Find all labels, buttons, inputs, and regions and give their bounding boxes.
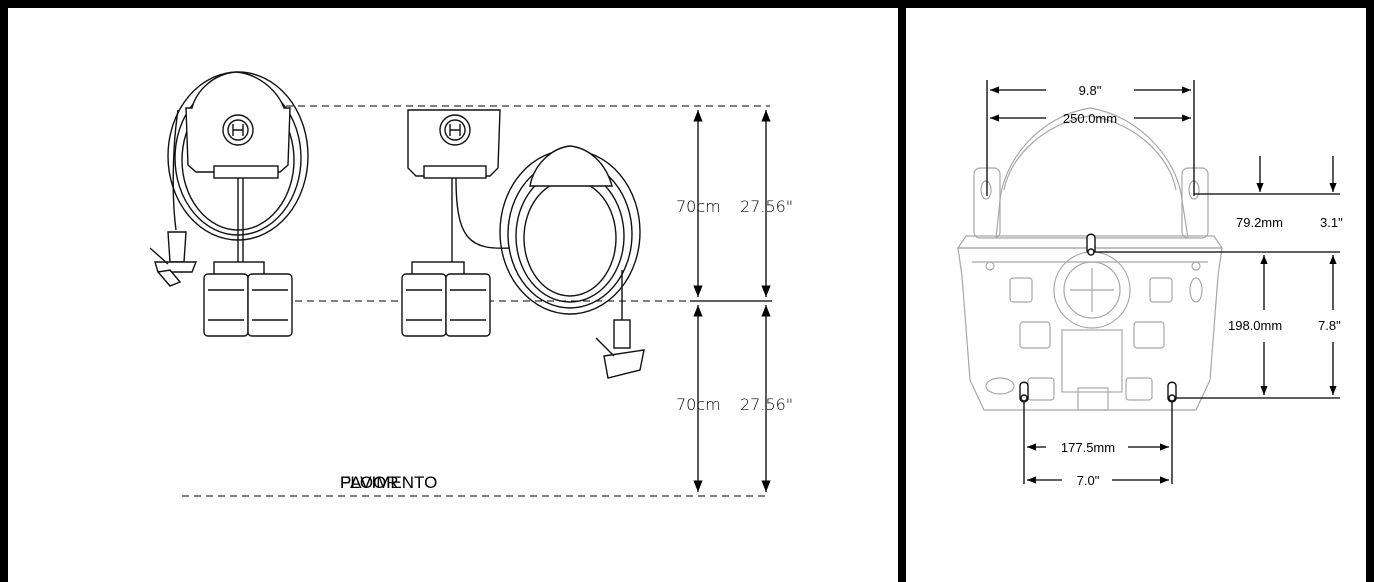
canisters-left — [203, 261, 293, 337]
top-offset-mm-label: 79.2mm — [1236, 215, 1283, 230]
floor-label: PAVIMENTO — [340, 473, 437, 492]
height-upper-cm: 70cm — [676, 197, 721, 216]
mounting-holes — [1019, 233, 1177, 403]
mounting-dimension-lines — [986, 80, 1340, 484]
top-offset-in-label: 3.1" — [1320, 215, 1343, 230]
height-lower-cm: 70cm — [676, 395, 721, 414]
height-upper-in: 27.56" — [740, 197, 793, 216]
width-in-label: 9.8" — [1079, 83, 1102, 98]
vertical-mm-label: 198.0mm — [1228, 318, 1282, 333]
height-lower-in: 27.56" — [740, 395, 793, 414]
canisters-right — [401, 261, 491, 337]
mounting-dimensions-panel — [898, 0, 1374, 582]
reference-lines — [182, 105, 770, 497]
dispenser-unit-with-hose-wrapped — [149, 71, 309, 287]
dispenser-unit-with-hose-coiled — [407, 109, 645, 379]
bottom-mm-label: 177.5mm — [1061, 440, 1115, 455]
width-mm-label: 250.0mm — [1063, 111, 1117, 126]
vertical-in-label: 7.8" — [1318, 318, 1341, 333]
bottom-in-label: 7.0" — [1077, 473, 1100, 488]
mounting-plate-ghost — [956, 107, 1224, 411]
floor-label-overlay: FLOOR — [340, 473, 399, 492]
height-dimension-lines — [690, 110, 772, 492]
